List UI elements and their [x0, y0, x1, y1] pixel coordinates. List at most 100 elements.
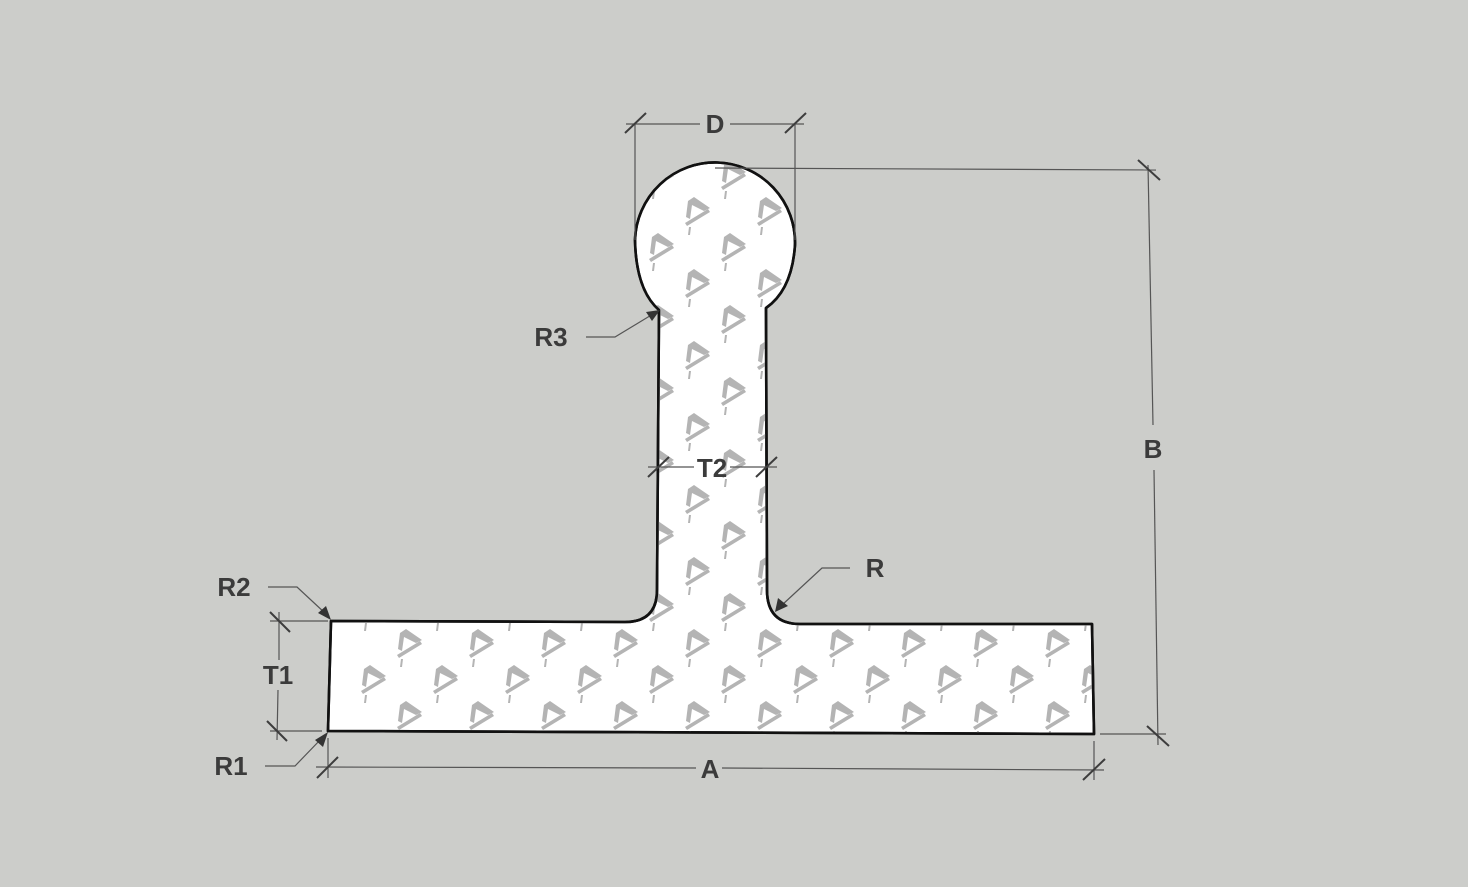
brand-logo-icon	[1081, 162, 1094, 199]
brand-logo-icon	[721, 737, 746, 775]
label-a: A	[701, 754, 720, 784]
brand-logo-icon	[1117, 701, 1142, 739]
brand-logo-icon	[1153, 377, 1178, 415]
brand-logo-icon	[973, 557, 998, 595]
arrow-icon	[775, 598, 788, 612]
brand-logo-icon	[1117, 557, 1142, 595]
brand-logo-icon	[577, 162, 602, 199]
brand-logo-icon	[829, 413, 854, 451]
arrow-icon	[315, 732, 328, 747]
brand-logo-icon	[541, 197, 566, 235]
brand-logo-icon	[613, 773, 638, 811]
brand-logo-icon	[397, 413, 422, 451]
brand-logo-icon	[865, 305, 890, 343]
brand-logo-icon	[577, 809, 602, 847]
brand-logo-icon	[361, 449, 386, 487]
brand-logo-icon	[829, 485, 854, 523]
brand-logo-icon	[937, 809, 962, 847]
brand-logo-icon	[397, 341, 422, 379]
brand-logo-icon	[433, 305, 458, 343]
brand-logo-icon	[793, 377, 818, 415]
brand-logo-icon	[1009, 521, 1034, 559]
brand-logo-icon	[937, 162, 962, 199]
brand-logo-icon	[865, 809, 890, 847]
brand-logo-icon	[937, 377, 962, 415]
brand-logo-icon	[973, 341, 998, 379]
brand-logo-icon	[469, 269, 494, 307]
brand-logo-icon	[937, 305, 962, 343]
brand-logo-icon	[829, 773, 854, 811]
brand-logo-icon	[1009, 162, 1034, 199]
brand-logo-icon	[1081, 809, 1106, 847]
brand-logo-icon	[469, 413, 494, 451]
brand-logo-icon	[1045, 773, 1070, 811]
brand-logo-icon	[433, 233, 458, 271]
brand-logo-icon	[901, 197, 926, 235]
brand-logo-icon	[577, 737, 602, 775]
brand-logo-icon	[1081, 521, 1094, 559]
brand-logo-icon	[757, 413, 782, 451]
brand-logo-icon	[577, 521, 602, 559]
brand-logo-icon	[793, 521, 818, 559]
brand-logo-icon	[361, 809, 386, 847]
brand-logo-icon	[505, 377, 530, 415]
brand-logo-icon	[793, 162, 818, 199]
brand-logo-icon	[361, 521, 386, 559]
brand-logo-icon	[1045, 557, 1070, 595]
brand-logo-icon	[469, 341, 494, 379]
brand-logo-icon	[577, 233, 602, 271]
brand-logo-icon	[433, 449, 458, 487]
brand-logo-icon	[613, 341, 638, 379]
brand-logo-icon	[397, 269, 422, 307]
brand-logo-icon	[901, 269, 926, 307]
brand-logo-icon	[433, 162, 458, 199]
brand-logo-icon	[865, 162, 890, 199]
brand-logo-icon	[1117, 773, 1142, 811]
brand-logo-icon	[541, 773, 566, 811]
arrow-icon	[646, 310, 660, 321]
brand-logo-icon	[973, 197, 998, 235]
brand-logo-icon	[613, 485, 638, 523]
brand-logo-icon	[973, 773, 998, 811]
brand-logo-icon	[793, 809, 818, 847]
brand-logo-icon	[433, 377, 458, 415]
brand-logo-icon	[541, 269, 566, 307]
brand-logo-icon	[1117, 269, 1142, 307]
brand-logo-icon	[505, 521, 530, 559]
brand-logo-icon	[541, 413, 566, 451]
brand-logo-icon	[505, 737, 530, 775]
brand-logo-icon	[793, 305, 818, 343]
brand-logo-icon	[361, 162, 386, 199]
t-profile-shape	[326, 161, 1178, 883]
brand-logo-icon	[397, 773, 422, 811]
brand-logo-icon	[865, 233, 890, 271]
brand-logo-icon	[1117, 341, 1142, 379]
brand-logo-icon	[469, 557, 494, 595]
brand-logo-icon	[1153, 305, 1178, 343]
brand-logo-icon	[1045, 845, 1070, 883]
brand-logo-icon	[829, 197, 854, 235]
brand-logo-icon	[1153, 809, 1178, 847]
brand-logo-icon	[649, 737, 674, 775]
label-r3: R3	[534, 322, 567, 352]
brand-logo-icon	[469, 485, 494, 523]
brand-logo-icon	[1153, 521, 1178, 559]
dimension-t1: T1	[263, 611, 328, 742]
brand-logo-icon	[901, 557, 926, 595]
brand-logo-icon	[901, 485, 926, 523]
brand-logo-icon	[1117, 197, 1142, 235]
arrow-icon	[318, 606, 331, 620]
brand-logo-icon	[1081, 377, 1094, 415]
brand-logo-icon	[793, 233, 818, 271]
brand-logo-icon	[901, 845, 926, 883]
brand-logo-icon	[1045, 269, 1070, 307]
brand-logo-icon	[613, 197, 638, 235]
brand-logo-icon	[901, 773, 926, 811]
brand-logo-icon	[757, 485, 782, 523]
brand-logo-icon	[793, 449, 818, 487]
leader-r3: R3	[534, 310, 660, 352]
label-t2: T2	[697, 453, 727, 483]
leader-r2: R2	[217, 572, 331, 620]
brand-logo-icon	[1081, 233, 1094, 271]
brand-logo-icon	[361, 233, 386, 271]
